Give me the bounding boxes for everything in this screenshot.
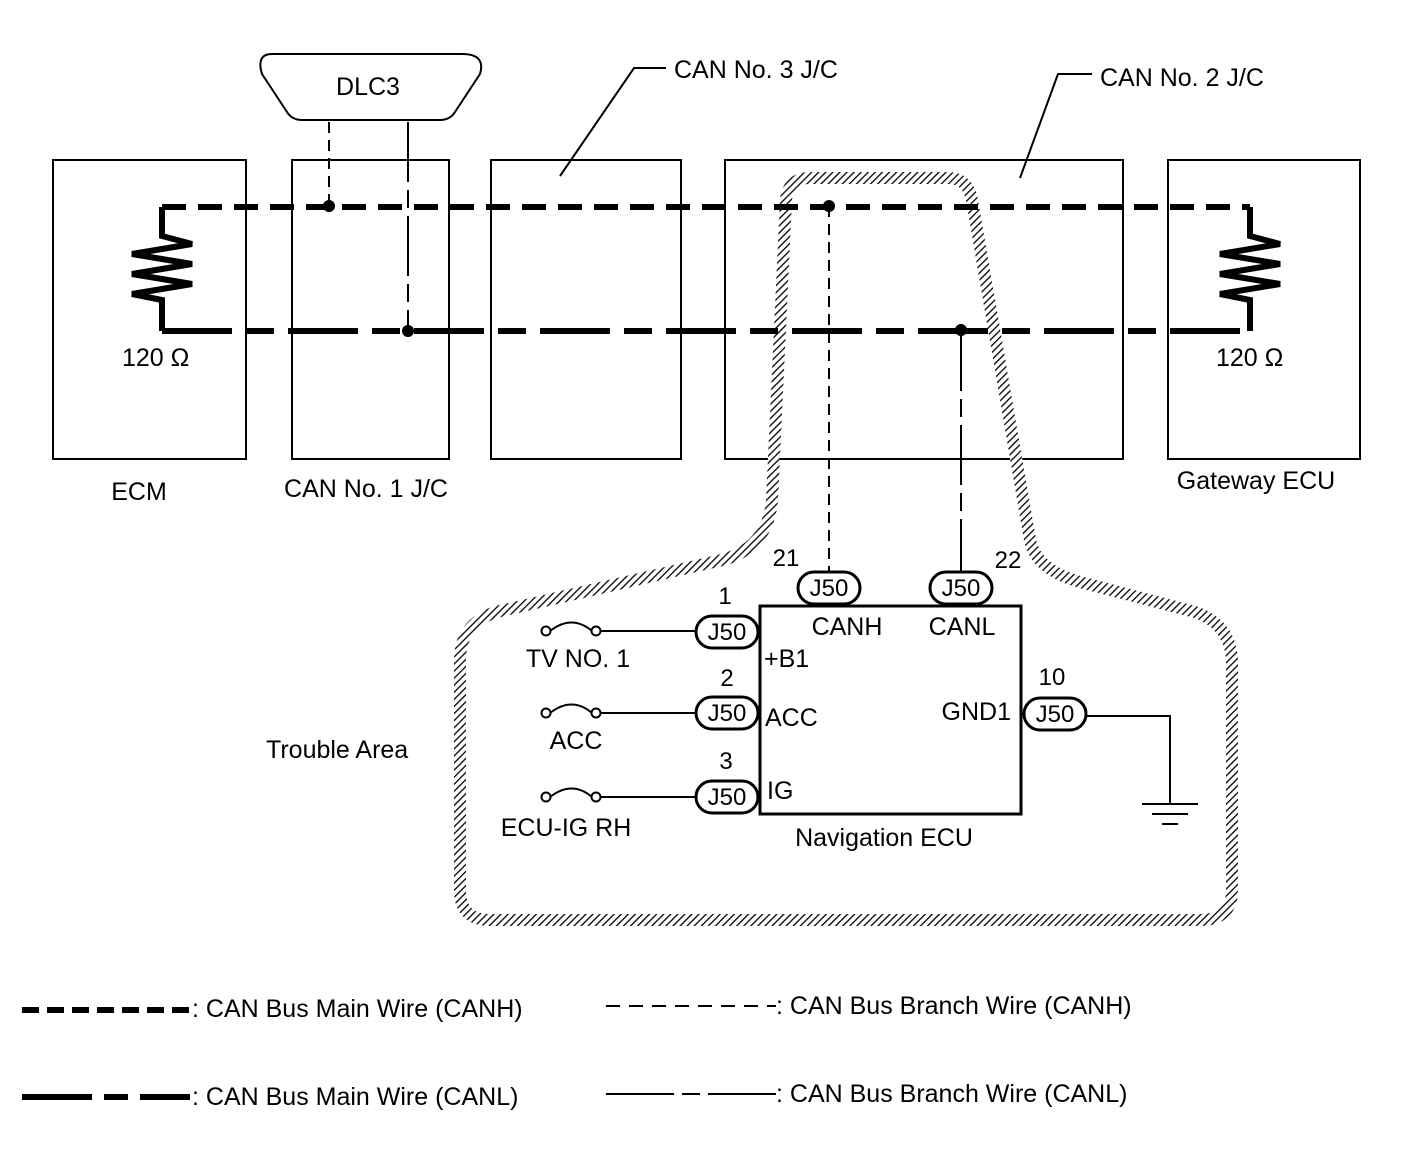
connector-id-canl: J50 <box>942 575 981 602</box>
gateway-resistor <box>1219 207 1281 331</box>
pin-number-canh: 21 <box>773 545 800 572</box>
fuse-icon <box>549 621 593 632</box>
legend-branch-canh: : CAN Bus Branch Wire (CANH) <box>776 992 1132 1020</box>
gateway-resistor-value: 120 Ω <box>1216 344 1283 372</box>
terminal-canl: CANL <box>929 613 996 641</box>
connector-id-b1: J50 <box>708 619 747 646</box>
can-no3-jc-box <box>490 159 682 460</box>
terminal-b1: +B1 <box>764 645 809 673</box>
fuse-terminal <box>540 625 552 637</box>
fuse-terminal <box>540 707 552 719</box>
trouble-area-label: Trouble Area <box>266 736 408 764</box>
pin-number-acc: 2 <box>720 665 733 692</box>
dlc3-label: DLC3 <box>336 73 400 101</box>
terminal-gnd1: GND1 <box>942 698 1011 726</box>
fuse-terminal <box>590 791 602 803</box>
connector-id-gnd: J50 <box>1036 701 1075 728</box>
terminal-canh: CANH <box>812 613 883 641</box>
pin-number-b1: 1 <box>718 583 731 610</box>
dlc3-connector-shape <box>259 53 483 121</box>
pin-number-gnd: 10 <box>1039 664 1066 691</box>
navigation-ecu-box <box>758 604 1023 816</box>
can-no2-jc-leader <box>1019 73 1092 179</box>
navigation-ecu-label: Navigation ECU <box>795 824 973 852</box>
legend-branch-canl: : CAN Bus Branch Wire (CANL) <box>776 1080 1127 1108</box>
j50-connector-canl <box>928 570 994 606</box>
pin-number-canl: 22 <box>995 547 1022 574</box>
ecm-label: ECM <box>111 478 167 506</box>
fuse-terminal <box>590 625 602 637</box>
j50-connector-acc <box>694 695 760 731</box>
j50-connector-canh <box>796 570 862 606</box>
terminal-ig: IG <box>767 777 793 805</box>
trouble-area-outline <box>454 172 1238 926</box>
ecm-resistor <box>131 207 193 331</box>
connector-id-canh: J50 <box>810 575 849 602</box>
fuse-icon <box>549 787 593 798</box>
can-no2-jc-box <box>724 159 1124 460</box>
gateway-ecu-label: Gateway ECU <box>1177 467 1335 495</box>
fuse-label-acc: ACC <box>550 727 603 755</box>
junction-dot <box>402 325 414 337</box>
fuse-label-ig: ECU-IG RH <box>501 814 632 842</box>
ecm-box <box>52 159 247 460</box>
terminal-acc: ACC <box>765 704 818 732</box>
fuse-label-b1: TV NO. 1 <box>526 645 630 673</box>
ground-icon <box>1142 803 1198 825</box>
fuse-icon <box>549 703 593 714</box>
junction-dot <box>323 200 335 212</box>
can-no3-jc-leader <box>559 67 666 177</box>
junction-dot <box>955 324 967 336</box>
junction-dot <box>823 200 835 212</box>
wire-gnd <box>1086 715 1171 804</box>
legend-main-canh: : CAN Bus Main Wire (CANH) <box>192 995 523 1023</box>
fuse-terminal <box>540 791 552 803</box>
can-no1-jc-box <box>291 159 450 460</box>
j50-connector-ig <box>694 779 760 815</box>
legend-main-canl: : CAN Bus Main Wire (CANL) <box>192 1083 518 1111</box>
pin-number-ig: 3 <box>719 748 732 775</box>
j50-connector-b1 <box>694 614 760 650</box>
ecm-resistor-value: 120 Ω <box>122 344 189 372</box>
can-no1-jc-label: CAN No. 1 J/C <box>284 475 448 503</box>
can-no3-jc-label: CAN No. 3 J/C <box>674 56 838 84</box>
gateway-ecu-box <box>1167 159 1361 460</box>
connector-id-acc: J50 <box>708 700 747 727</box>
can-no2-jc-label: CAN No. 2 J/C <box>1100 64 1264 92</box>
connector-id-ig: J50 <box>708 784 747 811</box>
j50-connector-gnd <box>1022 696 1088 732</box>
fuse-terminal <box>590 707 602 719</box>
